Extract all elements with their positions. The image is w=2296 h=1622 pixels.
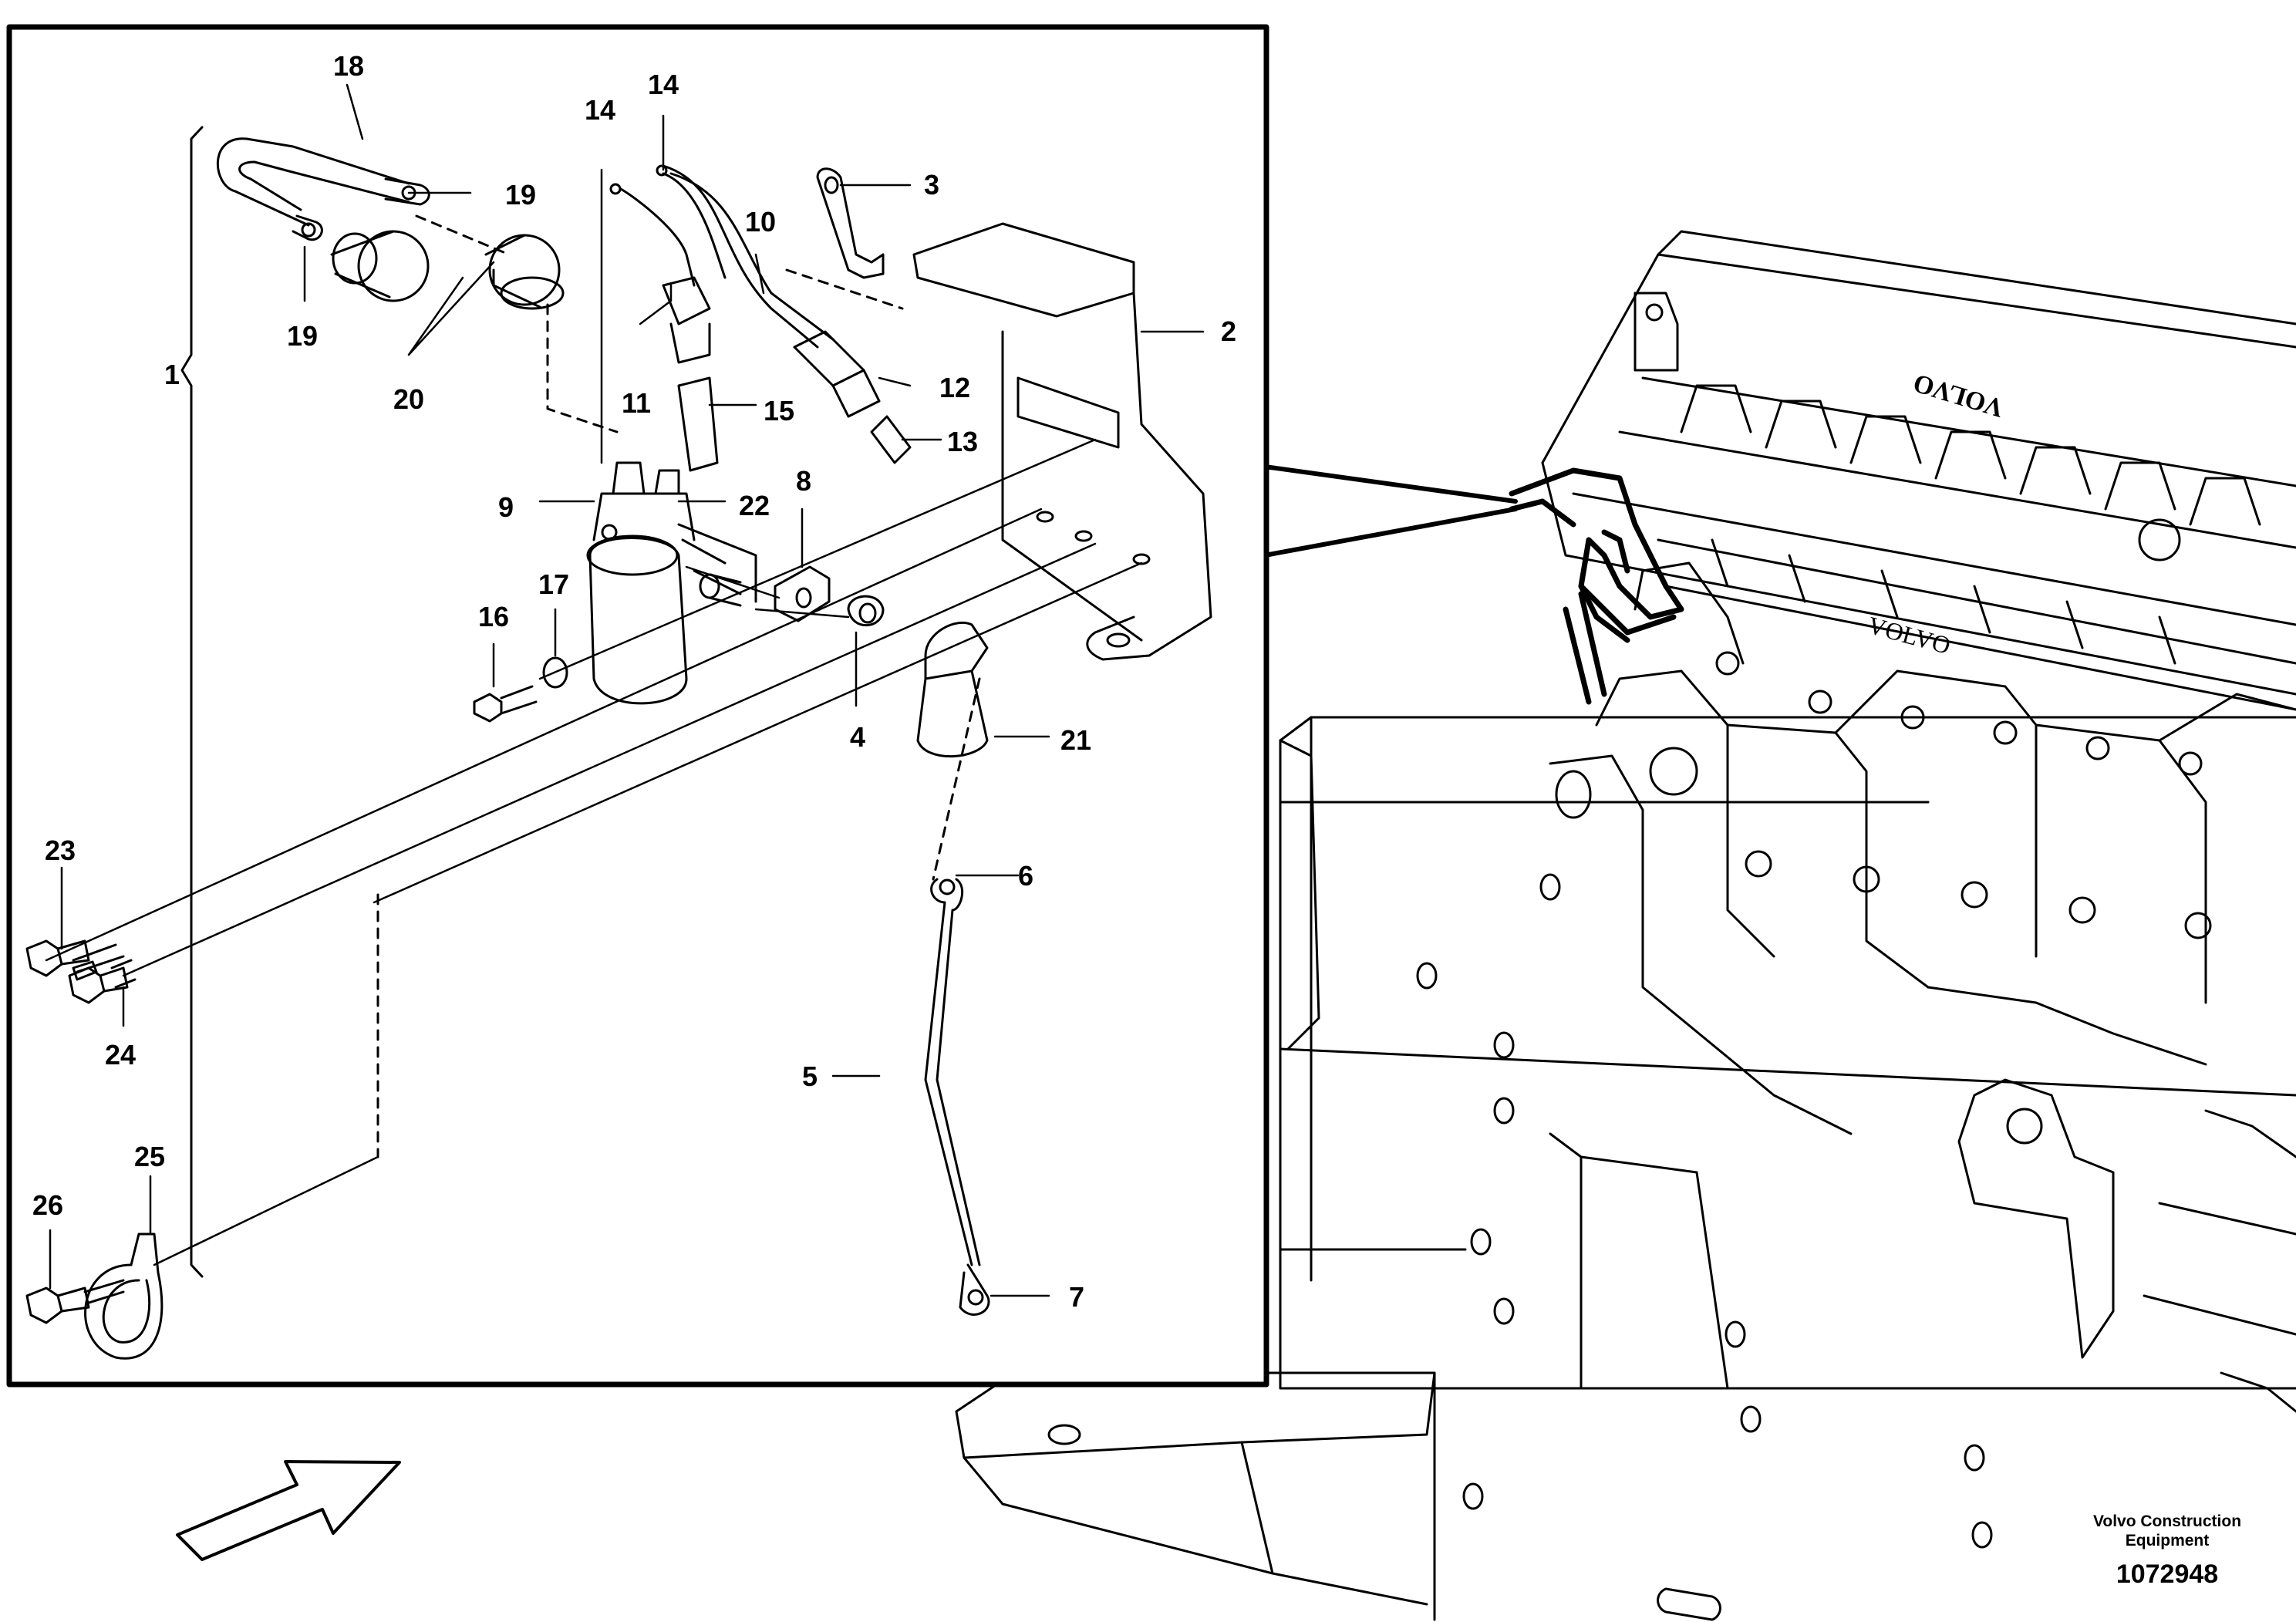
callout-1: 1 [164, 359, 180, 390]
inset-leader [1263, 464, 1518, 558]
callout-20: 20 [393, 383, 424, 415]
manufacturer-line-1: Volvo Construction [2092, 1512, 2242, 1530]
valve-cover-brand: VOLVO [1910, 368, 2008, 423]
clamp-25 [25, 1233, 164, 1360]
callout-18: 18 [333, 50, 364, 82]
callout-15: 15 [764, 395, 794, 427]
harness-10 [609, 164, 912, 464]
callout-26: 26 [32, 1189, 63, 1221]
connector-15 [677, 376, 719, 472]
detail-inset-frame [6, 24, 1269, 1388]
bracket-2 [912, 222, 1212, 661]
callout-24: 24 [105, 1039, 136, 1071]
callout-17: 17 [538, 568, 569, 600]
manifold-brand: VOLVO [1865, 611, 1954, 659]
callout-9: 9 [498, 491, 514, 523]
boot-21 [916, 621, 989, 758]
starter-solenoid [586, 461, 757, 705]
nut-4 [847, 595, 885, 627]
cable-18 [216, 137, 430, 241]
callout-16: 16 [478, 601, 509, 632]
callout-19a: 19 [505, 179, 536, 211]
callout-8: 8 [796, 465, 811, 497]
bolt-16 [473, 685, 538, 723]
washer-17 [542, 656, 568, 689]
engine-illustration: VOLVO VOLVO [955, 230, 2296, 1621]
callout-10: 10 [745, 206, 776, 238]
callout-23: 23 [45, 835, 76, 866]
callout-4: 4 [850, 721, 865, 753]
callout-22: 22 [739, 490, 770, 521]
callout-25: 25 [134, 1141, 165, 1172]
callout-13: 13 [947, 426, 978, 457]
document-number: 1072948 [2116, 1560, 2219, 1589]
callout-11: 11 [622, 387, 651, 419]
view-direction-arrow [176, 1460, 401, 1561]
manufacturer-caption: Volvo Construction Equipment [2082, 1512, 2252, 1550]
cable-5 [924, 878, 990, 1316]
callout-12: 12 [939, 372, 970, 403]
boot-20 [330, 230, 565, 310]
callout-3: 3 [924, 169, 939, 201]
nut-8 [774, 565, 831, 622]
callout-7: 7 [1069, 1281, 1084, 1313]
callout-labels: 1 2 3 4 5 6 7 8 9 10 11 12 13 14 14 15 1… [32, 50, 1236, 1313]
callout-2: 2 [1221, 315, 1236, 347]
callout-leaders [49, 83, 1205, 1297]
callout-19b: 19 [287, 320, 318, 352]
manufacturer-line-2: Equipment [2125, 1532, 2210, 1549]
assembly-lines [45, 438, 1143, 1266]
callout-6: 6 [1018, 860, 1033, 892]
callout-14a: 14 [585, 94, 615, 126]
highlighted-component-location [1509, 467, 1684, 705]
callout-5: 5 [802, 1061, 818, 1092]
callout-21: 21 [1060, 724, 1091, 756]
dashed-leaders [376, 214, 981, 1158]
group-brace [180, 126, 204, 1278]
bolts-23-24 [25, 939, 137, 1004]
callout-14b: 14 [648, 69, 679, 100]
bracket-3 [816, 167, 885, 279]
